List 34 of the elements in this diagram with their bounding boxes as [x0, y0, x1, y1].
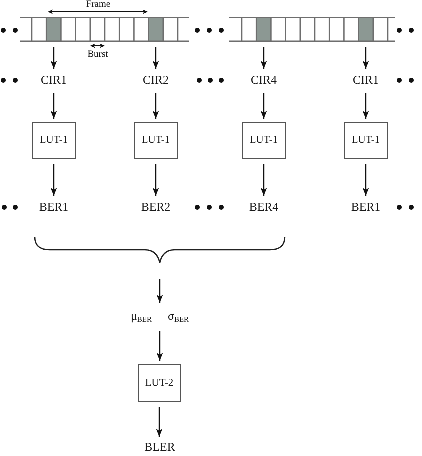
arrow: [50, 93, 58, 119]
arrow: [260, 164, 268, 196]
arrow: [260, 47, 268, 69]
frame-strip: [20, 17, 189, 42]
arrow: [152, 93, 160, 119]
text-label: CIR2: [140, 72, 171, 88]
text-label: μ$_{BER}$ σ$_{BER}$: [128, 306, 192, 326]
text-label: CIR1: [38, 72, 69, 88]
process-box: LUT-2: [138, 364, 181, 402]
arrow: [156, 331, 164, 361]
dimension-label: Frame: [86, 0, 111, 11]
text-label: BLER: [142, 440, 178, 455]
arrow: [152, 47, 160, 69]
process-box: LUT-1: [32, 122, 76, 159]
arrow: [152, 164, 160, 196]
text-label: BER4: [247, 199, 281, 215]
arrow: [50, 164, 58, 196]
text-label: BER2: [139, 199, 173, 215]
arrow: [362, 93, 370, 119]
arrow: [156, 279, 164, 303]
text-label: BER1: [37, 199, 71, 215]
text-label: CIR4: [248, 72, 279, 88]
text-label: BER1: [349, 199, 383, 215]
process-box: LUT-1: [134, 122, 178, 159]
process-box: LUT-1: [242, 122, 286, 159]
arrow: [362, 47, 370, 69]
arrow: [260, 93, 268, 119]
arrow: [362, 164, 370, 196]
text-label: CIR1: [350, 72, 381, 88]
frame-strip: [229, 17, 395, 42]
process-box: LUT-1: [344, 122, 388, 159]
arrow: [156, 407, 163, 437]
arrow: [50, 47, 58, 69]
dimension-label: Burst: [88, 50, 108, 61]
